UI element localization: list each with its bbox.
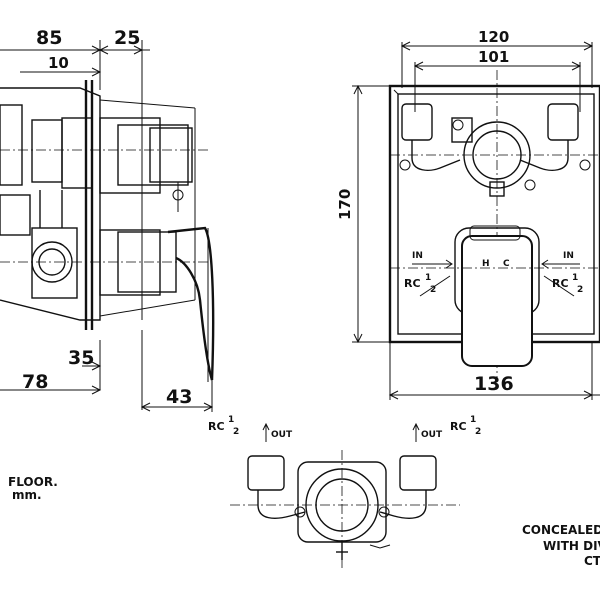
rc-right-bottom: RC (450, 420, 467, 433)
bottom-view: RC 1 2 OUT OUT RC 1 2 (208, 415, 481, 570)
rc-left-label: RC (404, 277, 421, 290)
svg-text:2: 2 (577, 285, 583, 295)
dim-35: 35 (68, 347, 94, 369)
in-left-label: IN (412, 251, 423, 261)
svg-text:1: 1 (228, 415, 234, 425)
side-view: 85 25 10 35 78 43 FLOOR. mm. (0, 27, 215, 502)
out-left-label: OUT (271, 430, 293, 440)
svg-text:1: 1 (425, 273, 431, 283)
dim-43: 43 (166, 386, 192, 408)
svg-text:1: 1 (470, 415, 476, 425)
in-right-label: IN (563, 251, 574, 261)
dim-85: 85 (36, 27, 62, 49)
caption-line-1: CONCEALED (522, 523, 600, 537)
dim-136: 136 (474, 373, 514, 395)
dim-78: 78 (22, 371, 48, 393)
svg-text:2: 2 (233, 427, 239, 437)
rc-right-label: RC (552, 277, 569, 290)
caption-line-3: CT (584, 554, 600, 568)
svg-text:C: C (503, 259, 510, 269)
mm-label: mm. (12, 488, 42, 502)
dim-25: 25 (114, 27, 140, 49)
caption-line-2: WITH DIV (543, 539, 600, 553)
front-view: 120 101 170 H C IN (336, 28, 600, 400)
svg-text:1: 1 (572, 273, 578, 283)
dim-170: 170 (336, 189, 354, 220)
dim-120: 120 (478, 28, 509, 46)
rc-left-bottom: RC (208, 420, 225, 433)
floor-label: FLOOR. (8, 475, 58, 489)
svg-text:H: H (482, 259, 490, 269)
dim-101: 101 (478, 48, 509, 66)
svg-text:2: 2 (475, 427, 481, 437)
caption: CONCEALED WITH DIV CT (522, 523, 600, 568)
svg-text:2: 2 (430, 285, 436, 295)
dim-10: 10 (48, 54, 69, 72)
out-right-label: OUT (421, 430, 443, 440)
